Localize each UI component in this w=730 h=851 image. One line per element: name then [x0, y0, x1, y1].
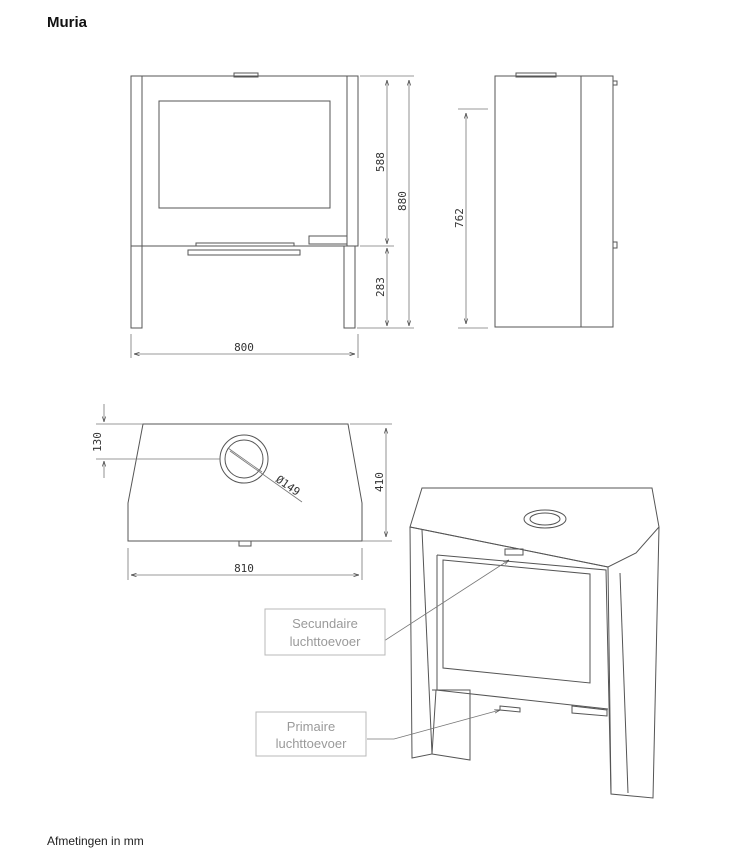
dim-800-label: 800 — [234, 341, 254, 354]
callout-secondary-air: Secundaire luchttoevoer — [264, 608, 386, 656]
dim-diameter-label: Ø149 — [273, 473, 302, 499]
top-dimensions — [96, 404, 392, 580]
callout-primary-line1: Primaire — [287, 719, 335, 734]
front-dimensions — [130, 75, 414, 358]
side-dimensions — [458, 108, 488, 329]
callout-leaders — [367, 560, 509, 740]
side-view — [494, 72, 618, 328]
dim-810-label: 810 — [234, 562, 254, 575]
page-title: Muria — [47, 14, 88, 31]
front-view — [130, 72, 359, 329]
dim-880-label: 880 — [396, 191, 409, 211]
top-view — [127, 423, 363, 547]
perspective-view — [409, 487, 660, 799]
dim-283-label: 283 — [374, 277, 387, 297]
dim-588-label: 588 — [374, 152, 387, 172]
callout-primary-line2: luchttoevoer — [276, 736, 347, 751]
dim-410-label: 410 — [373, 472, 386, 492]
units-note: Afmetingen in mm — [47, 834, 144, 848]
dim-130-label: 130 — [91, 432, 104, 452]
callout-secondary-line2: luchttoevoer — [290, 634, 361, 649]
dim-762-label: 762 — [453, 208, 466, 228]
callout-secondary-line1: Secundaire — [292, 616, 358, 631]
callout-primary-air: Primaire luchttoevoer — [255, 711, 367, 757]
